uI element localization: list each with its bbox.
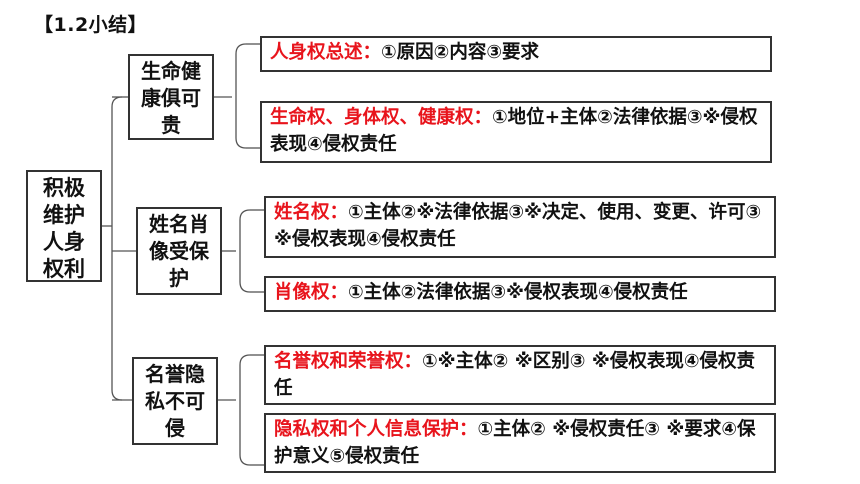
leaf-body: ①原因②内容③要求 [381,42,540,63]
leaf-name-right: 姓名权：①主体②※法律依据③※决定、使用、变更、许可③ ※侵权表现④侵权责任 [264,196,776,258]
leaf-personal-rights-overview: 人身权总述：①原因②内容③要求 [260,36,772,72]
leaf-body: ①主体② ※侵权责任③ ※要求④保护意义⑤侵权责任 [274,419,756,467]
page-title: 【1.2小结】 [34,14,148,36]
root-node: 积极维护人身权利 [26,170,102,282]
leaf-body: ①※主体② ※区别③ ※侵权表现④侵权责任 [274,351,756,399]
leaf-life-body-health-rights: 生命权、身体权、健康权：①地位+主体②法律依据③※侵权表现④侵权责任 [260,101,772,163]
leaf-body: ①主体②法律依据③※侵权表现④侵权责任 [348,282,688,303]
leaf-head: 生命权、身体权、健康权： [270,107,493,128]
branch-name-portrait: 姓名肖像受保护 [136,207,222,295]
leaf-portrait-right: 肖像权：①主体②法律依据③※侵权表现④侵权责任 [264,276,776,312]
leaf-privacy-info-protection: 隐私权和个人信息保护：①主体② ※侵权责任③ ※要求④保护意义⑤侵权责任 [264,413,776,473]
leaf-head: 姓名权： [274,202,349,223]
leaf-body: ①主体②※法律依据③※决定、使用、变更、许可③ ※侵权表现④侵权责任 [274,202,762,250]
leaf-head: 人身权总述： [270,42,382,63]
leaf-head: 肖像权： [274,282,349,303]
leaf-body: ①地位+主体②法律依据③※侵权表现④侵权责任 [270,107,758,155]
branch-reputation-privacy: 名誉隐私不可侵 [132,357,218,445]
leaf-head: 隐私权和个人信息保护： [274,419,478,440]
branch-life-health: 生命健康俱可贵 [128,54,214,140]
leaf-head: 名誉权和荣誉权： [274,351,423,372]
leaf-reputation-honor-rights: 名誉权和荣誉权：①※主体② ※区别③ ※侵权表现④侵权责任 [264,345,776,405]
